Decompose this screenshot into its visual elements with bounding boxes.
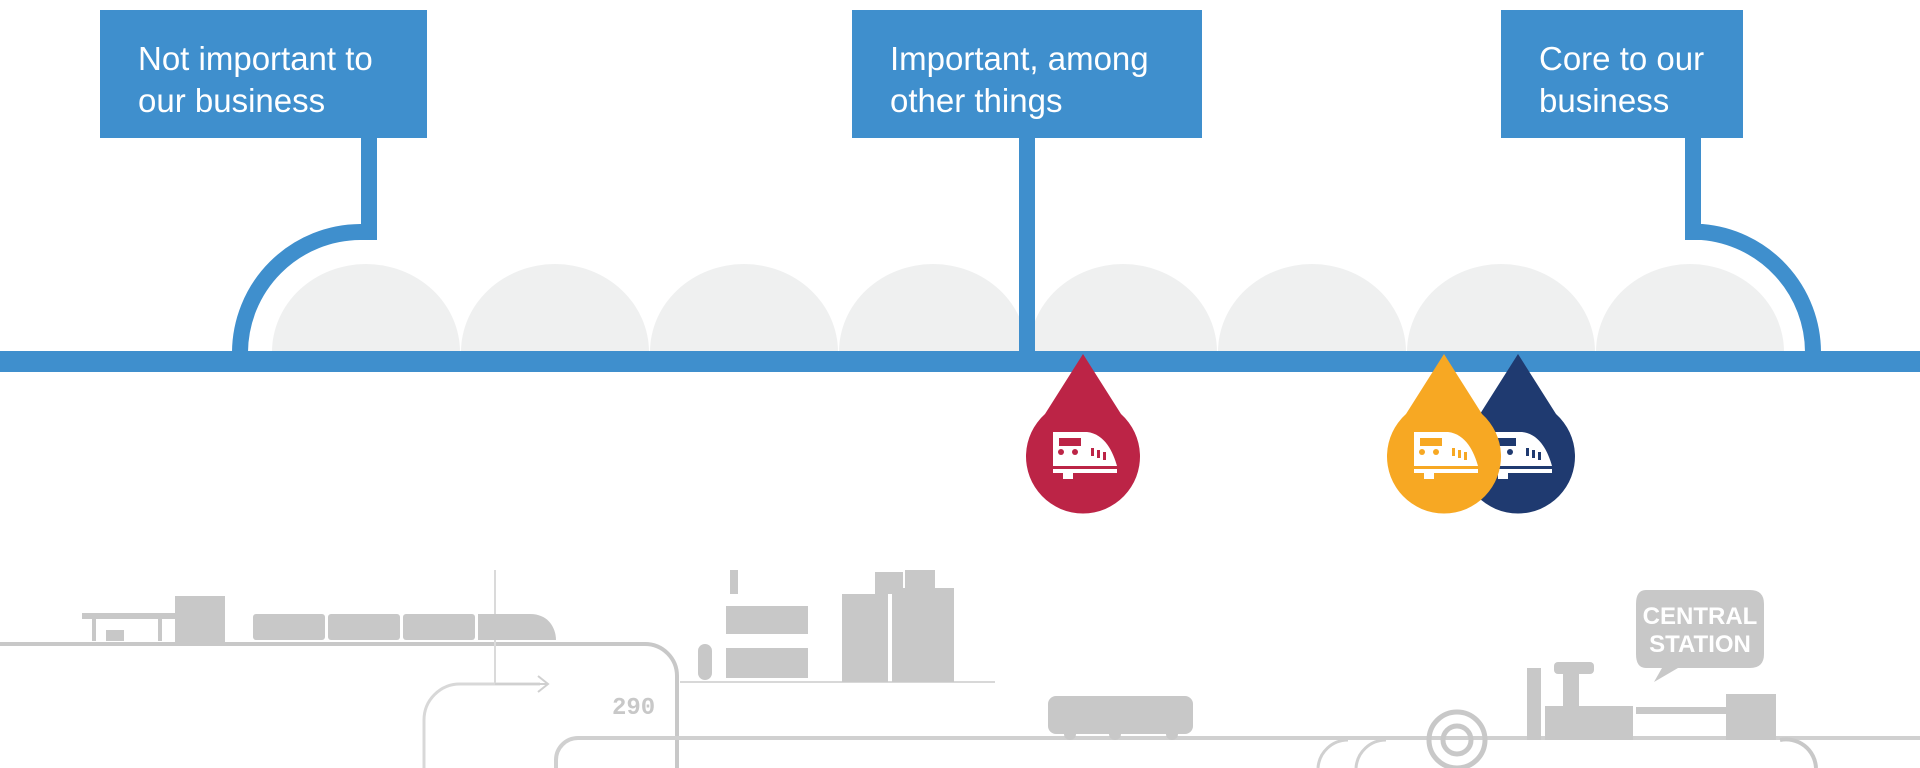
label-core-line1: Core to our [1539,40,1705,77]
speech-bubble [1636,590,1764,682]
station-post-left [92,619,96,641]
connector-left [232,138,377,353]
train-car-3 [403,614,475,640]
bus-stop-sign [698,644,712,680]
rail-line-upper [0,642,679,768]
station-roof-right [1636,707,1736,714]
building-mid-4 [905,570,935,588]
station-sign-line2: STATION [1649,631,1751,658]
tower-top [1554,662,1594,674]
dome-5 [1029,264,1217,352]
dome-row [272,264,1784,352]
building-mid-1 [842,594,888,682]
direction-arrow [495,675,550,693]
target-circle-inner [1440,723,1474,757]
route-number: 290 [612,695,655,722]
dome-1 [272,264,460,352]
rail-line-lower [554,736,1920,768]
connector-right [1685,138,1821,353]
dome-6 [1218,264,1406,352]
train-car-2 [328,614,400,640]
label-not-important-line1: Not important to [138,40,373,77]
crowd-row-1 [726,606,808,634]
label-core-to-business: Core to our business [1501,10,1743,138]
dome-3 [650,264,838,352]
rail-line-curve-2 [1354,738,1387,768]
building-left [175,596,225,644]
bus-body [1048,696,1193,734]
background-scenery: 290 CENTRAL STATION [0,570,1920,768]
label-important-line1: Important, among [890,40,1149,77]
station-building-right [1726,694,1776,740]
station-body-right [1545,706,1633,740]
bus-wheel-rear [1166,728,1178,740]
building-mid-3 [875,572,903,594]
dome-2 [461,264,649,352]
rail-line-inner [422,682,540,768]
station-sign-line1: CENTRAL [1643,603,1758,630]
scale-axis-line [0,351,1920,372]
label-not-important: Not important to our business [100,10,427,138]
label-important-line2: other things [890,82,1063,119]
building-mid-2 [892,588,954,682]
label-important-among-others: Important, among other things [852,10,1202,138]
antenna-left [1527,668,1541,740]
dome-4 [839,264,1027,352]
bus-wheel-front [1064,728,1076,740]
bus-wheel-middle [1109,728,1121,740]
rail-line-curve-1 [1316,738,1349,768]
label-not-important-line2: our business [138,82,326,119]
dome-8 [1596,264,1784,352]
label-core-line2: business [1539,82,1670,119]
station-bench [106,630,124,641]
target-circle [1426,709,1488,768]
train-engine [478,614,556,640]
person-top [730,570,738,594]
marker-orange [1387,354,1501,514]
crowd-row-2 [726,648,808,678]
station-roof-left [82,613,177,619]
train-car-1 [253,614,325,640]
station-post-right [158,619,162,641]
marker-red [1026,354,1140,514]
dome-7 [1407,264,1595,352]
rail-line-right-end [1779,737,1818,768]
